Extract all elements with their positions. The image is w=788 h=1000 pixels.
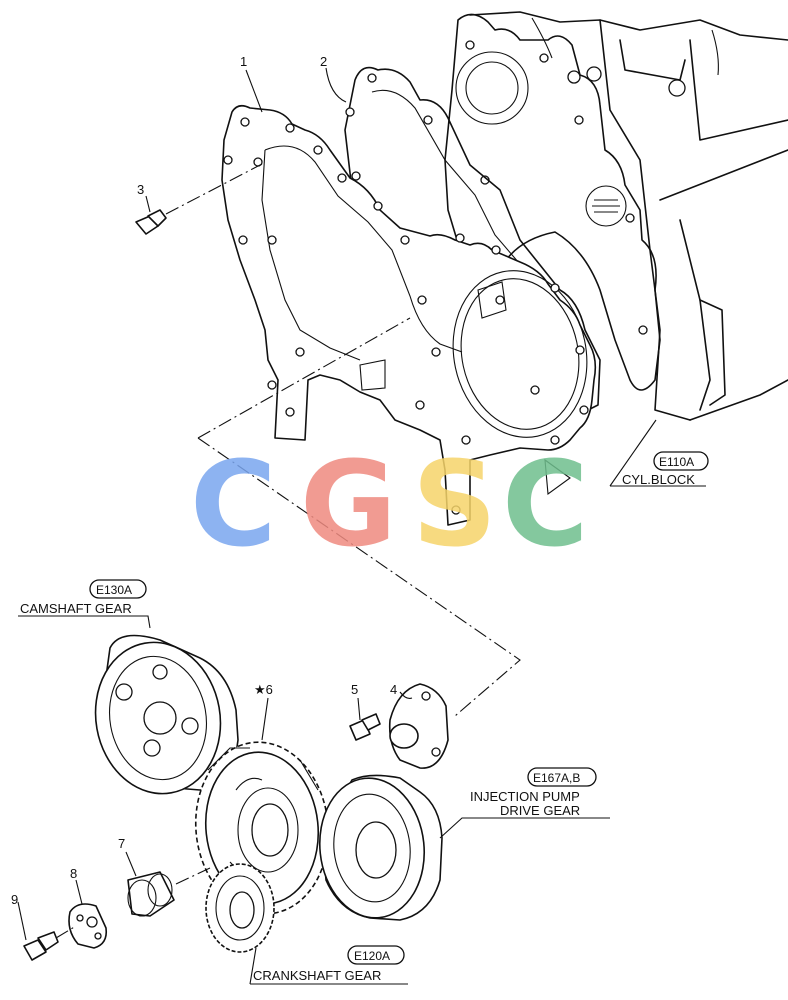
bolt-3 [135, 163, 263, 235]
callout-6: ★6 [254, 682, 273, 697]
phantom-line [197, 317, 521, 717]
ref-cyl-block[interactable]: E110A CYL.BLOCK [622, 451, 709, 487]
ref-camshaft-name: CAMSHAFT GEAR [20, 601, 132, 616]
callout-3: 3 [137, 182, 144, 197]
callout-4: 4 [390, 682, 397, 697]
crankshaft-gear [205, 863, 275, 953]
bolt-9 [17, 901, 77, 961]
watermark: C G S C [190, 435, 589, 573]
ref-cyl-block-code: E110A [659, 455, 694, 469]
ref-crankshaft-code: E120A [354, 949, 390, 963]
washer-8 [68, 879, 108, 949]
callout-9: 9 [11, 892, 18, 907]
watermark-letter-c1: C [190, 435, 277, 573]
cylinder-block [469, 11, 788, 421]
ref-injection-name-2: DRIVE GEAR [500, 803, 580, 818]
ref-injection-pump[interactable]: E167A,B INJECTION PUMP DRIVE GEAR [470, 767, 597, 818]
ref-cyl-block-name: CYL.BLOCK [622, 472, 695, 487]
watermark-letter-c2: C [502, 435, 589, 573]
gasket-1 [221, 104, 597, 526]
cover-4 [388, 683, 449, 769]
ref-crankshaft-gear[interactable]: E120A CRANKSHAFT GEAR [253, 945, 405, 983]
callout-8: 8 [70, 866, 77, 881]
bolt-5 [349, 697, 381, 741]
leader-2 [325, 67, 347, 103]
leader-1 [245, 69, 263, 113]
callout-1: 1 [240, 54, 247, 69]
idler-leader [261, 697, 269, 741]
pump-leader [439, 817, 610, 839]
watermark-letter-s: S [412, 435, 497, 573]
ref-injection-code: E167A,B [533, 771, 580, 785]
callout-2: 2 [320, 54, 327, 69]
cyl-block-leader [609, 419, 706, 487]
callout-5: 5 [351, 682, 358, 697]
callout-7: 7 [118, 836, 125, 851]
ref-crankshaft-name: CRANKSHAFT GEAR [253, 968, 381, 983]
bushing-7 [125, 851, 211, 917]
watermark-letter-g: G [300, 435, 397, 573]
camshaft-leader [18, 615, 151, 629]
front-plate [444, 13, 661, 391]
camshaft-gear [94, 634, 239, 795]
injection-pump-gear [318, 774, 443, 921]
ref-camshaft-gear[interactable]: E130A CAMSHAFT GEAR [20, 579, 147, 616]
ref-injection-name-1: INJECTION PUMP [470, 789, 580, 804]
ref-camshaft-code: E130A [96, 583, 132, 597]
crank-leader [249, 947, 408, 985]
